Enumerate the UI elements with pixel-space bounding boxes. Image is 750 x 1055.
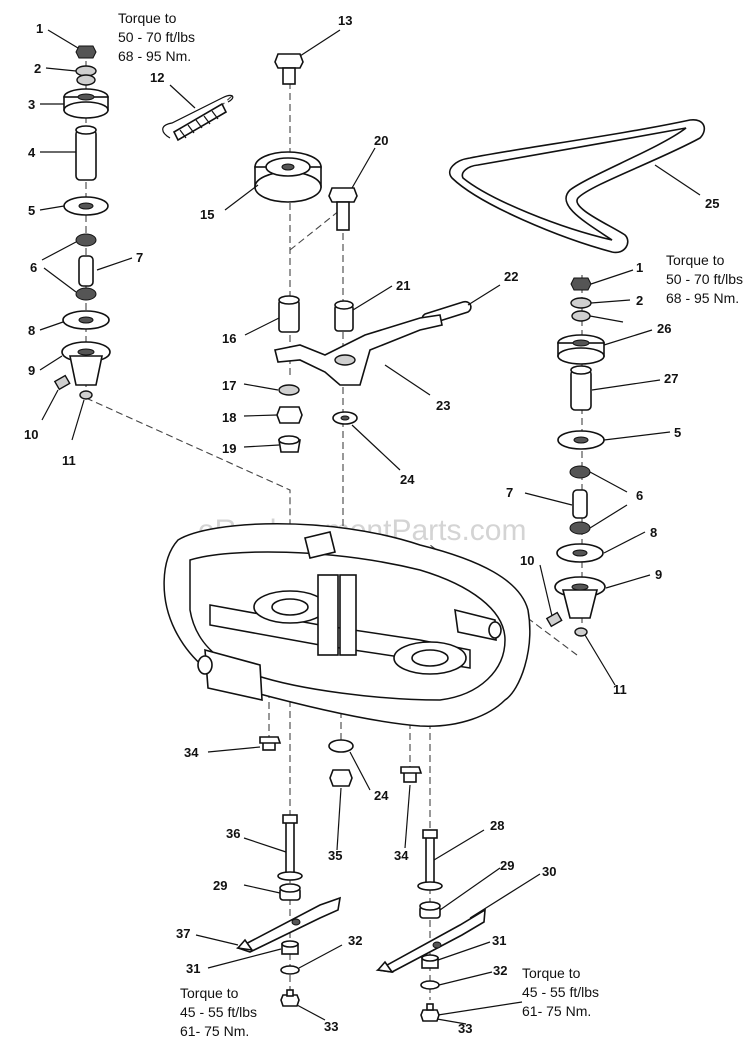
torque-note-upper-right: Torque to 50 - 70 ft/lbs 68 - 95 Nm. [666,252,743,306]
callout-33-left: 33 [324,1019,338,1034]
callout-8-left: 8 [28,323,35,338]
svg-text:61- 75 Nm.: 61- 75 Nm. [522,1003,591,1019]
callout-1-right: 1 [636,260,643,275]
torque-note-upper-left: Torque to 50 - 70 ft/lbs 68 - 95 Nm. [118,10,195,64]
callout-27: 27 [664,371,678,386]
callout-labels: 1 2 3 4 5 6 7 8 9 10 11 12 13 15 16 17 1… [24,13,719,1036]
svg-text:Torque to: Torque to [180,985,239,1001]
callout-16: 16 [222,331,236,346]
right-spindle-assembly [545,277,606,637]
torque-note-lower-right: Torque to 45 - 55 ft/lbs 61- 75 Nm. [522,965,599,1019]
svg-text:68 - 95 Nm.: 68 - 95 Nm. [118,48,191,64]
svg-text:45 - 55 ft/lbs: 45 - 55 ft/lbs [180,1004,257,1020]
svg-text:Torque to: Torque to [522,965,581,981]
drive-belt [448,119,706,254]
idler-assembly [162,53,472,453]
callout-9-left: 9 [28,363,35,378]
callout-18: 18 [222,410,236,425]
callout-29-right: 29 [500,858,514,873]
callout-25: 25 [705,196,719,211]
callout-32-right: 32 [493,963,507,978]
callout-1-left: 1 [36,21,43,36]
svg-text:45 - 55 ft/lbs: 45 - 55 ft/lbs [522,984,599,1000]
svg-text:50 - 70 ft/lbs: 50 - 70 ft/lbs [666,271,743,287]
callout-32-left: 32 [348,933,362,948]
callout-23: 23 [436,398,450,413]
callout-4: 4 [28,145,36,160]
callout-31-left: 31 [186,961,200,976]
callout-6-right: 6 [636,488,643,503]
svg-text:50 - 70 ft/lbs: 50 - 70 ft/lbs [118,29,195,45]
torque-note-lower-left: Torque to 45 - 55 ft/lbs 61- 75 Nm. [180,985,257,1039]
blade-hardware [235,736,486,1022]
callout-19: 19 [222,441,236,456]
svg-text:61- 75 Nm.: 61- 75 Nm. [180,1023,249,1039]
callout-31-right: 31 [492,933,506,948]
callout-12: 12 [150,70,164,85]
svg-text:Torque to: Torque to [118,10,177,26]
callout-28: 28 [490,818,504,833]
callout-2-left: 2 [34,61,41,76]
callout-30: 30 [542,864,556,879]
callout-26: 26 [657,321,671,336]
callout-24-lower: 24 [374,788,389,803]
callout-34-right: 34 [394,848,409,863]
callout-9-right: 9 [655,567,662,582]
callout-7-right: 7 [506,485,513,500]
callout-35: 35 [328,848,342,863]
left-spindle-assembly [53,45,111,400]
svg-text:68 - 95 Nm.: 68 - 95 Nm. [666,290,739,306]
callout-22: 22 [504,269,518,284]
callout-10-left: 10 [24,427,38,442]
callout-10-right: 10 [520,553,534,568]
callout-33-right: 33 [458,1021,472,1036]
callout-8-right: 8 [650,525,657,540]
callout-29-left: 29 [213,878,227,893]
callout-20: 20 [374,133,388,148]
callout-37: 37 [176,926,190,941]
callout-5-left: 5 [28,203,35,218]
callout-17: 17 [222,378,236,393]
callout-5-right: 5 [674,425,681,440]
callout-15: 15 [200,207,214,222]
callout-21: 21 [396,278,410,293]
callout-24-upper: 24 [400,472,415,487]
callout-2-right: 2 [636,293,643,308]
callout-11-right: 11 [613,682,627,697]
callout-6-left: 6 [30,260,37,275]
svg-text:Torque to: Torque to [666,252,725,268]
mower-deck [163,523,531,727]
callout-3: 3 [28,97,35,112]
callout-7-left: 7 [136,250,143,265]
callout-13: 13 [338,13,352,28]
leader-lines [39,29,701,1025]
callout-34-left: 34 [184,745,199,760]
callout-11-left: 11 [62,453,76,468]
callout-36: 36 [226,826,240,841]
